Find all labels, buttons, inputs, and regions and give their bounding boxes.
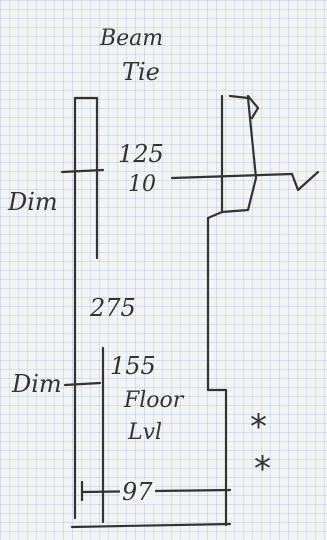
title-line-2: Tie — [122, 58, 160, 86]
beam-bottom-step — [206, 210, 224, 220]
beam-end-outline — [220, 94, 258, 214]
title-line-1: Beam — [100, 26, 164, 51]
dimension-value-125: 125 — [118, 140, 164, 168]
dimension-value-10: 10 — [128, 172, 156, 197]
section-cut-line — [170, 172, 294, 180]
column-base — [70, 522, 232, 529]
dim-label-upper: Dim — [8, 188, 58, 216]
dimension-value-155: 155 — [110, 352, 156, 380]
dim-line-bottom — [80, 488, 232, 494]
floor-label-line-2: Lvl — [128, 420, 163, 445]
asterisk-2: * — [254, 449, 271, 489]
section-cut-arrow — [290, 170, 320, 192]
beam-end-hook — [246, 94, 260, 120]
asterisk-1: * — [250, 407, 267, 447]
floor-label-line-1: Floor — [124, 388, 184, 413]
dim-label-lower: Dim — [12, 370, 62, 398]
dim-tick-lower — [63, 381, 102, 387]
dim-tick-upper — [60, 168, 105, 174]
dimension-value-97: 97 — [120, 478, 155, 506]
dimension-value-275: 275 — [90, 294, 136, 322]
